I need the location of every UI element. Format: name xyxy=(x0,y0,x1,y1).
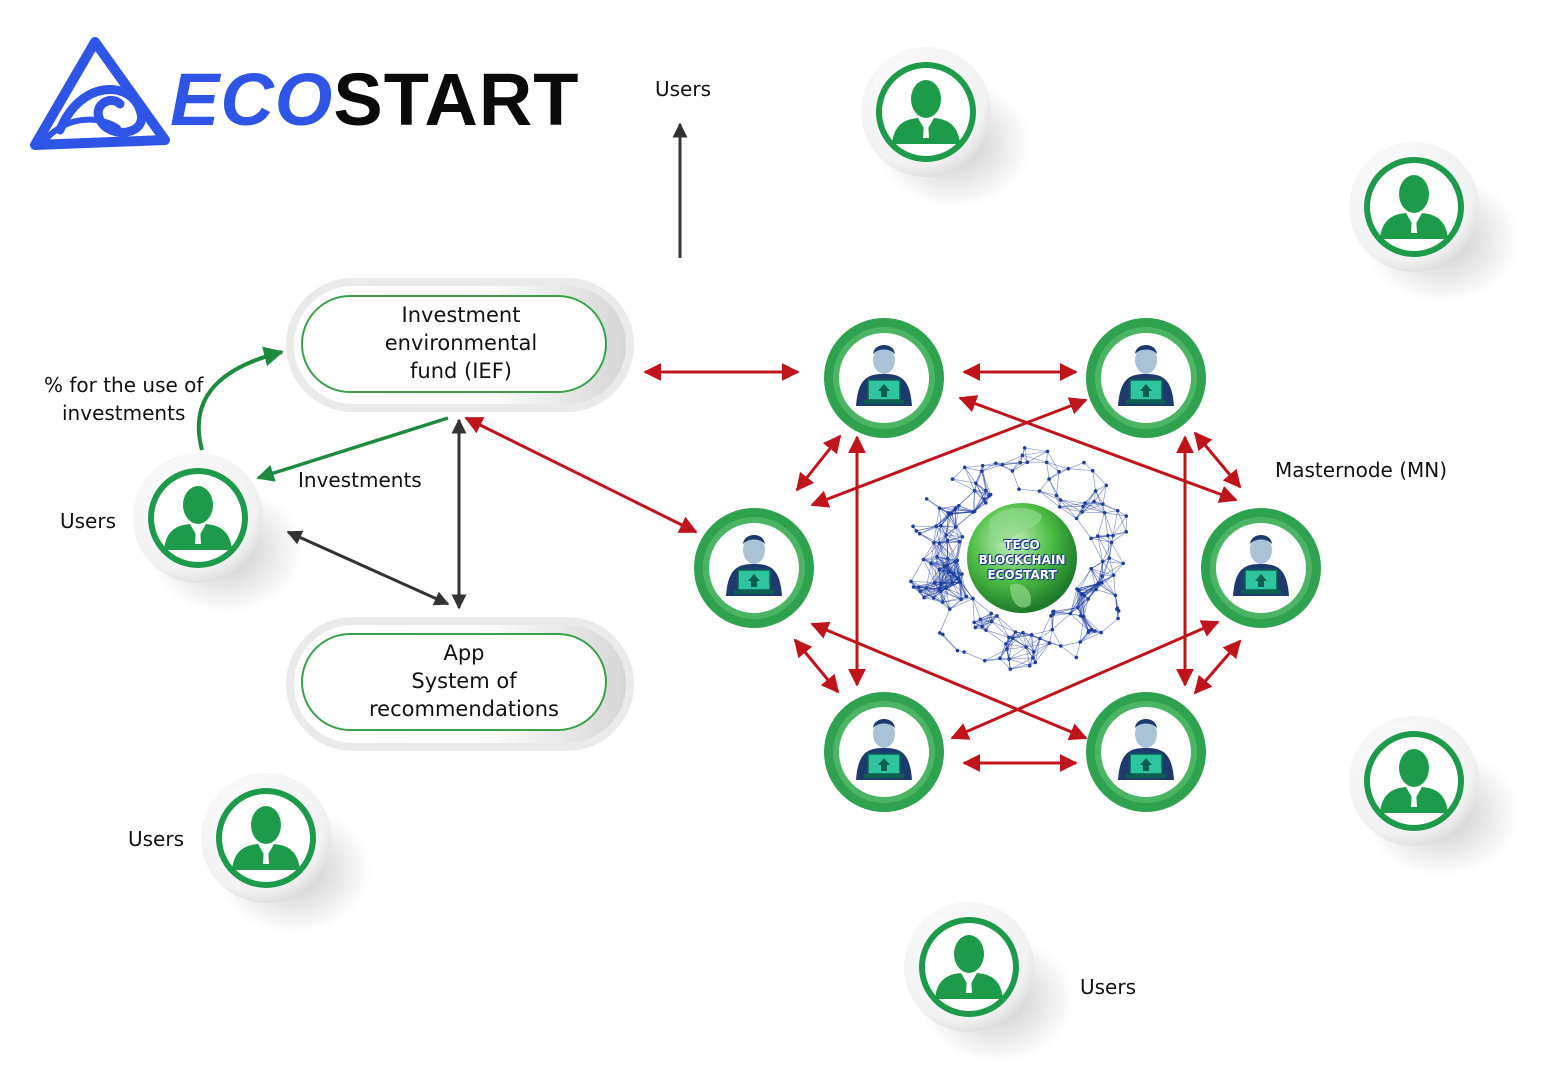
user-node-top-right xyxy=(1349,142,1520,303)
masternode-operator-icon xyxy=(1233,535,1289,596)
arrow-investments xyxy=(256,416,449,482)
app-box-text: App System of recommendations xyxy=(302,639,626,723)
app-box xyxy=(286,617,634,751)
logo-start: START xyxy=(333,58,580,141)
user-icon xyxy=(1380,749,1448,813)
ief-line2: environmental xyxy=(384,331,538,355)
users-label-top: Users xyxy=(655,77,712,101)
masternode-operator-icon xyxy=(1118,719,1174,780)
user-icon xyxy=(935,935,1003,999)
ecostart-logo-icon xyxy=(30,37,170,150)
arrow-mn1-mn4 xyxy=(958,395,1238,503)
user-node-bottom xyxy=(904,902,1075,1063)
arrow-percent-use xyxy=(196,346,284,451)
logo-wordmark: ECOSTART xyxy=(170,58,580,142)
arrow-mn2-mn4 xyxy=(1193,431,1242,489)
users-label-bottom-left: Users xyxy=(128,827,185,851)
masternode-operator-icon xyxy=(856,345,912,406)
app-line3: recommendations xyxy=(369,697,559,721)
masternode-6 xyxy=(1086,692,1206,812)
arrow-mn4-mn5 xyxy=(950,620,1220,740)
user-icon xyxy=(892,80,960,144)
user-node-right xyxy=(1349,716,1520,877)
masternode-2 xyxy=(1086,318,1206,438)
arrow-mn1-mn3 xyxy=(795,434,842,492)
ief-line3: fund (IEF) xyxy=(410,359,512,383)
logo-eco: ECO xyxy=(170,58,334,141)
globe-icon xyxy=(967,503,1077,613)
arrow-ief-mn3 xyxy=(464,416,698,534)
arrow-users-app xyxy=(286,530,450,606)
user-node-left xyxy=(133,453,304,614)
ief-box xyxy=(286,278,634,412)
users-label-bottom: Users xyxy=(1080,975,1137,999)
masternode-label: Masternode (MN) xyxy=(1275,458,1448,482)
user-icon xyxy=(232,806,300,870)
masternode-4 xyxy=(1201,508,1321,628)
masternode-1 xyxy=(824,318,944,438)
blockchain-network xyxy=(909,446,1129,671)
red-arrows xyxy=(464,363,1242,772)
arrow-mn4-mn6 xyxy=(1193,639,1242,695)
masternode-operator-icon xyxy=(1118,345,1174,406)
percent-label-line2: investments xyxy=(62,401,186,425)
user-node-bottom-left xyxy=(201,773,372,934)
users-label-left: Users xyxy=(60,509,117,533)
ief-line1: Investment xyxy=(401,303,521,327)
arrow-mn3-mn5 xyxy=(793,638,840,694)
user-icon xyxy=(1380,175,1448,239)
investments-label: Investments xyxy=(298,468,422,492)
masternode-3 xyxy=(694,508,814,628)
ief-box-text: Investment environmental fund (IEF) xyxy=(302,301,620,385)
app-line1: App xyxy=(443,641,485,665)
user-icon xyxy=(164,486,232,550)
blockchain-line3: ECOSTART xyxy=(987,568,1057,582)
blockchain-line2: BLOCKCHAIN xyxy=(978,553,1066,567)
app-line2: System of xyxy=(411,669,517,693)
blockchain-text: TECO BLOCKCHAIN ECOSTART xyxy=(962,538,1082,583)
percent-label-line1: % for the use of xyxy=(44,373,204,397)
blockchain-line1: TECO xyxy=(1004,538,1040,552)
user-node-top xyxy=(861,47,1032,208)
masternode-operator-icon xyxy=(856,719,912,780)
masternode-operator-icon xyxy=(726,535,782,596)
masternode-5 xyxy=(824,692,944,812)
